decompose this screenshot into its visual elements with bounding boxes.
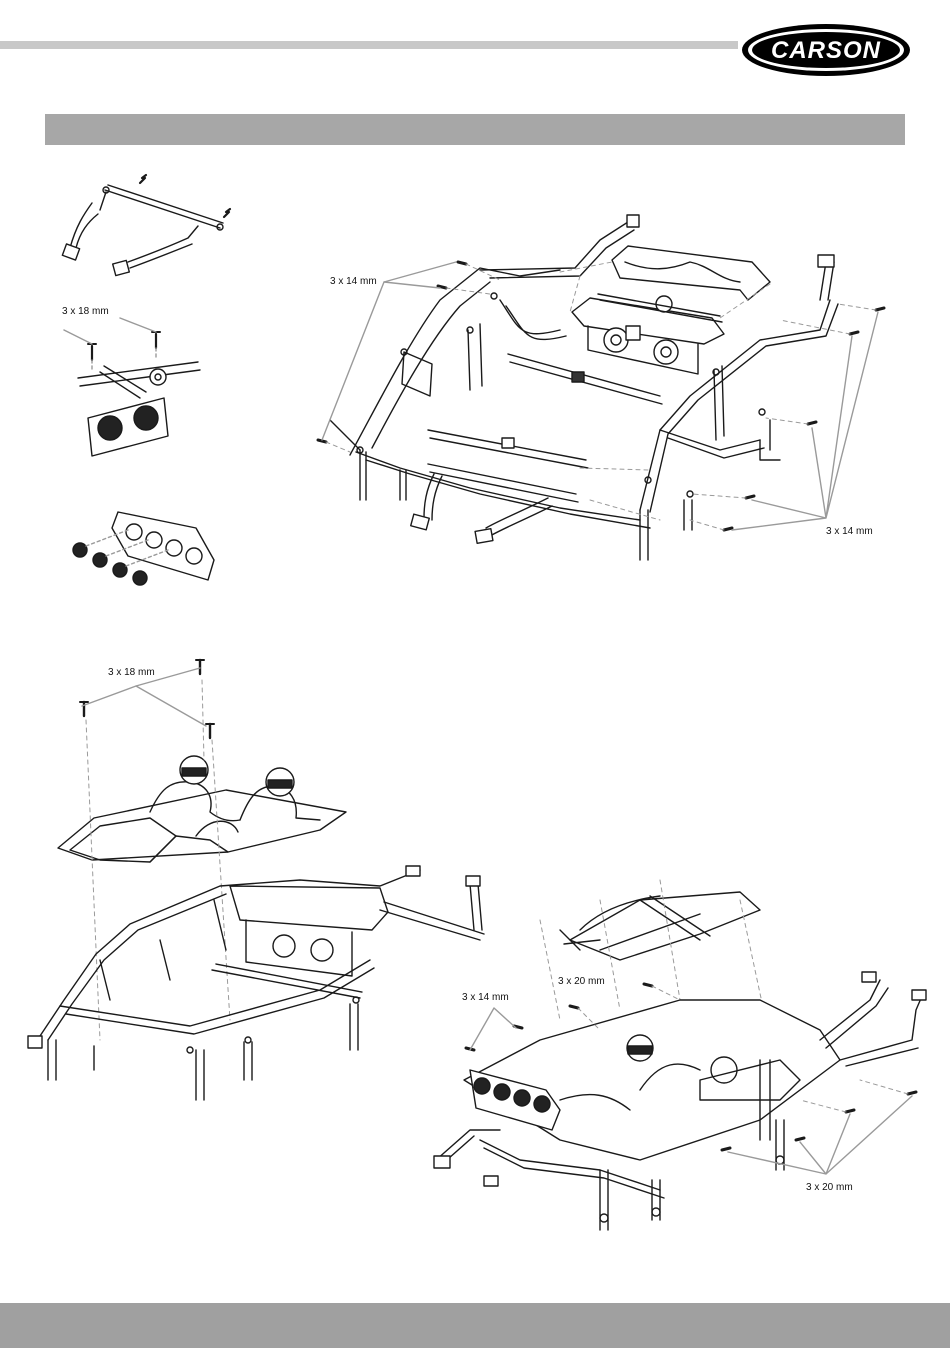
callout-step1-screws: 3 x 18 mm — [62, 306, 109, 317]
footer-band — [0, 1303, 950, 1348]
callout-step2-right-screws: 3 x 14 mm — [826, 526, 873, 537]
step1-crossbar-plate — [64, 318, 200, 456]
step2-main-frame — [318, 215, 884, 560]
callout-step4-top-screws: 3 x 20 mm — [558, 976, 605, 987]
step3-seat-assembly — [28, 660, 484, 1100]
step4-full-assembly — [434, 880, 926, 1230]
callout-step4-right-screws: 3 x 20 mm — [806, 1182, 853, 1193]
step1-rear-tube-assembly — [62, 175, 230, 276]
step1-light-bar — [73, 512, 214, 585]
callout-step3-screws: 3 x 18 mm — [108, 667, 155, 678]
callout-step2-left-screws: 3 x 14 mm — [330, 276, 377, 287]
callout-step4-left-screws: 3 x 14 mm — [462, 992, 509, 1003]
